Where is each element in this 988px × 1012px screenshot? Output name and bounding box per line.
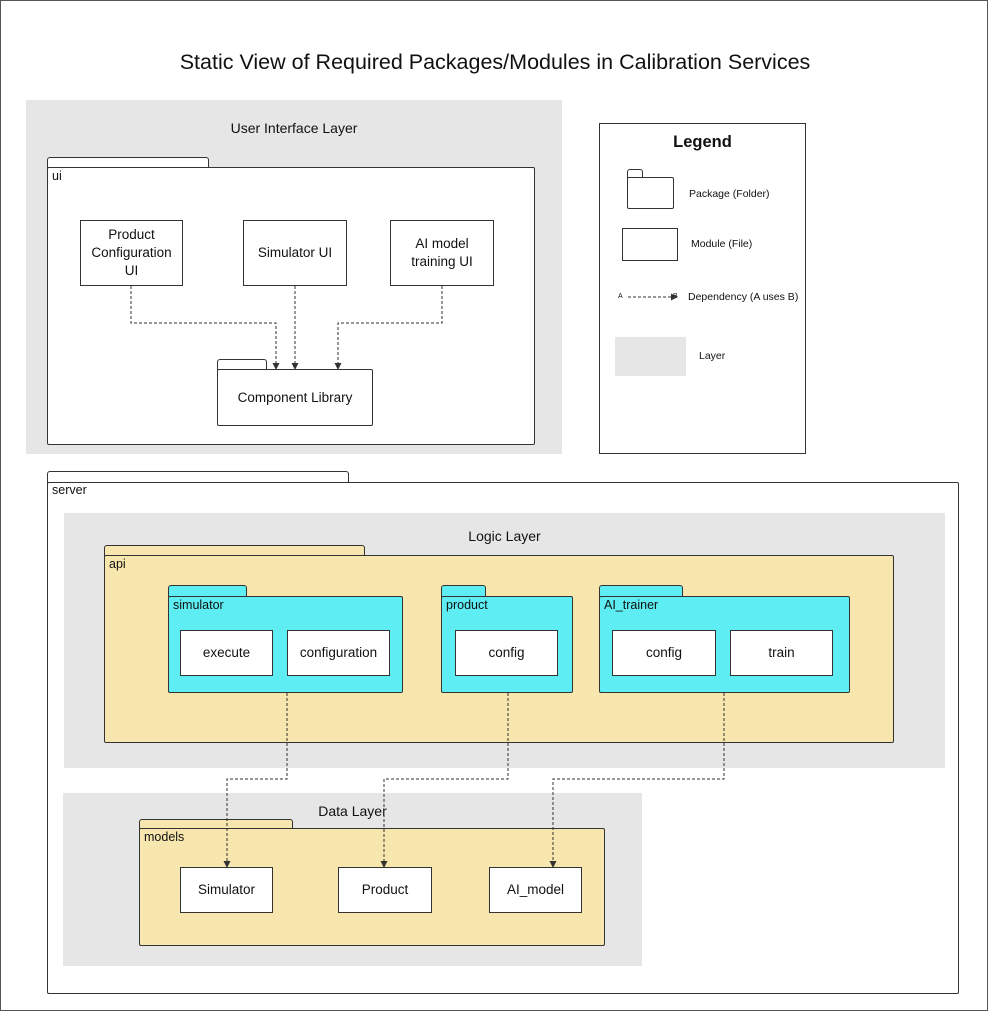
edge-ai-model-training-ui-to-component-library — [334, 286, 443, 370]
server-package-label: server — [52, 483, 87, 497]
edge-product-configuration-ui-to-component-library — [130, 286, 280, 370]
ai-trainer-package-label: AI_trainer — [604, 598, 659, 612]
legend-dependency-a: A — [618, 293, 623, 300]
edge-simulator-to-simulator-model — [223, 693, 288, 868]
logic-layer-label: Logic Layer — [468, 528, 541, 544]
models-package-tab — [139, 819, 293, 829]
execute-module: execute — [180, 630, 273, 676]
configuration-module: configuration — [287, 630, 390, 676]
component-library-tab — [217, 359, 267, 370]
legend-layer-icon — [615, 337, 686, 376]
legend-package-icon — [627, 177, 674, 209]
legend-package-icon-tab — [627, 169, 643, 178]
simulator-ui-module: Simulator UI — [243, 220, 347, 286]
simulator-model-module: Simulator — [180, 867, 273, 913]
product-configuration-ui-module: Product Configuration UI — [80, 220, 183, 286]
ui-layer-label: User Interface Layer — [230, 120, 358, 136]
edge-ai-trainer-to-ai-model — [549, 693, 725, 868]
product-config-module: config — [455, 630, 558, 676]
product-package-tab — [441, 585, 486, 597]
ui-package-label: ui — [52, 169, 62, 183]
data-layer-label: Data Layer — [318, 803, 387, 819]
train-module: train — [730, 630, 833, 676]
api-package-label: api — [109, 557, 126, 571]
simulator-package-tab — [168, 585, 247, 597]
legend-dependency-label: Dependency (A uses B) — [688, 291, 799, 303]
ai-trainer-package-tab — [599, 585, 683, 597]
models-package-label: models — [144, 830, 185, 844]
product-package-label: product — [446, 598, 488, 612]
simulator-package-label: simulator — [173, 598, 224, 612]
legend-module-icon — [622, 228, 678, 261]
ai-model-training-ui-module: AI model training UI — [390, 220, 494, 286]
product-model-module: Product — [338, 867, 432, 913]
api-package-tab — [104, 545, 365, 556]
ai-model-module: AI_model — [489, 867, 582, 913]
edge-product-to-product-model — [380, 693, 509, 868]
legend-package-label: Package (Folder) — [689, 188, 770, 200]
ui-package-tab — [47, 157, 209, 168]
diagram-title: Static View of Required Packages/Modules… — [179, 50, 811, 74]
server-package-tab — [47, 471, 349, 483]
legend-layer-label: Layer — [699, 350, 726, 362]
trainer-config-module: config — [612, 630, 716, 676]
legend-module-label: Module (File) — [691, 238, 753, 250]
legend-title: Legend — [673, 133, 732, 151]
